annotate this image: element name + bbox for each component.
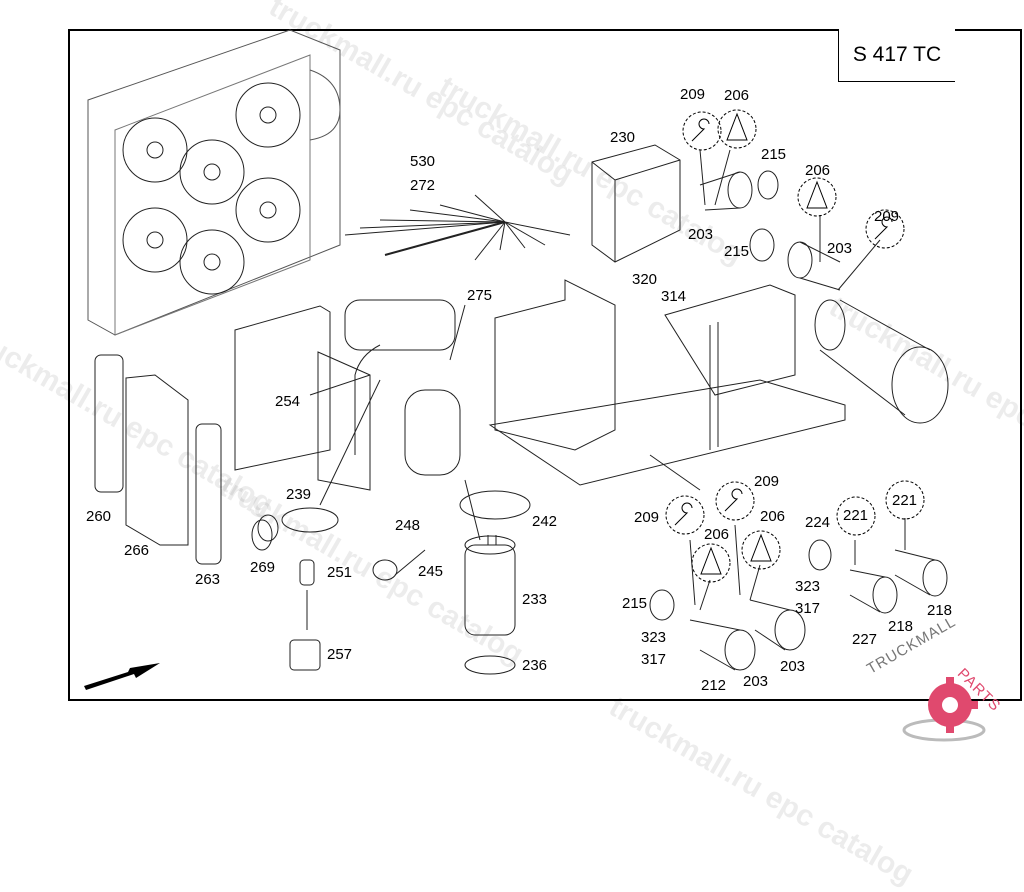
part-label[interactable]: 317 <box>641 651 667 668</box>
triangle-flange-icon <box>806 180 828 209</box>
part-label[interactable]: 227 <box>852 631 878 648</box>
diagram-frame <box>68 29 1022 701</box>
model-title: S 417 TC <box>838 29 955 82</box>
part-label[interactable]: 218 <box>888 618 914 635</box>
flange-callout <box>797 177 837 217</box>
part-label[interactable]: 320 <box>632 271 658 288</box>
truckmall-parts-logo: TRUCKMALL PARTS <box>858 613 1024 750</box>
part-label[interactable]: 236 <box>522 657 548 674</box>
part-label[interactable]: 203 <box>780 658 806 675</box>
gasket-263 <box>195 423 222 565</box>
wrench-icon <box>674 502 693 526</box>
part-label[interactable]: 221 <box>892 492 918 509</box>
part-label[interactable]: 314 <box>661 288 687 305</box>
direction-arrow-icon <box>84 663 160 690</box>
part-label[interactable]: 206 <box>760 508 786 525</box>
part-label[interactable]: 266 <box>124 542 150 559</box>
motor-203-mid <box>787 241 841 291</box>
gasket-260 <box>94 354 124 493</box>
wiring-harness <box>344 194 571 261</box>
part-label[interactable]: 323 <box>641 629 667 646</box>
part-label[interactable]: 221 <box>843 507 869 524</box>
triangle-flange-icon <box>750 533 772 562</box>
mounting-frame <box>488 279 846 486</box>
part-label[interactable]: 206 <box>724 87 750 104</box>
wrench-callout <box>715 481 755 521</box>
gear-logo-icon <box>902 677 986 742</box>
part-label[interactable]: 242 <box>532 513 558 530</box>
motor-203-right <box>749 599 806 651</box>
part-label[interactable]: 218 <box>927 602 953 619</box>
flange-callout <box>741 530 781 570</box>
part-label[interactable]: 233 <box>522 591 548 608</box>
part-label[interactable]: 209 <box>680 86 706 103</box>
part-label[interactable]: 257 <box>327 646 353 663</box>
part-label[interactable]: 248 <box>395 517 421 534</box>
radiator-fan-assembly <box>87 29 341 336</box>
part-label[interactable]: 206 <box>704 526 730 543</box>
starter-motor <box>814 299 949 424</box>
triangle-flange-icon <box>726 112 748 141</box>
part-label[interactable]: 203 <box>688 226 714 243</box>
motor-218-left <box>849 569 898 614</box>
ring-236 <box>464 655 516 675</box>
part-label[interactable]: 206 <box>805 162 831 179</box>
part-label[interactable]: 272 <box>410 177 436 194</box>
pump-239 <box>257 507 339 542</box>
part-label[interactable]: 260 <box>86 508 112 525</box>
callout-221 <box>836 496 876 536</box>
part-label[interactable]: 323 <box>795 578 821 595</box>
part-label[interactable]: 209 <box>754 473 780 490</box>
tank-233 <box>464 535 516 636</box>
part-label[interactable]: 254 <box>275 393 301 410</box>
part-label[interactable]: 212 <box>701 677 727 694</box>
part-label[interactable]: 224 <box>805 514 831 531</box>
part-label[interactable]: 203 <box>827 240 853 257</box>
part-label[interactable]: 239 <box>286 486 312 503</box>
part-label[interactable]: 230 <box>610 129 636 146</box>
part-label[interactable]: 269 <box>250 559 276 576</box>
part-label[interactable]: 215 <box>622 595 648 612</box>
part-label[interactable]: 209 <box>634 509 660 526</box>
flange-callout <box>691 543 731 583</box>
part-label[interactable]: 530 <box>410 153 436 170</box>
part-label[interactable]: 263 <box>195 571 221 588</box>
flange-callout <box>717 109 757 149</box>
wrench-callout <box>865 209 905 249</box>
exploded-parts-drawing <box>84 29 949 690</box>
part-label[interactable]: 215 <box>724 243 750 260</box>
part-label[interactable]: 275 <box>467 287 493 304</box>
wrench-icon <box>724 488 743 512</box>
heater-unit <box>234 299 461 491</box>
part-label[interactable]: 209 <box>874 208 900 225</box>
control-box <box>591 144 681 263</box>
wrench-icon <box>874 216 893 240</box>
motor-218-right <box>894 549 948 597</box>
part-label[interactable]: 215 <box>761 146 787 163</box>
part-label[interactable]: 245 <box>418 563 444 580</box>
wrench-icon <box>691 118 710 142</box>
triangle-flange-icon <box>700 546 722 575</box>
motor-203-left <box>689 619 756 671</box>
duct-266 <box>125 374 189 546</box>
part-label[interactable]: 203 <box>743 673 769 690</box>
callout-221 <box>885 480 925 520</box>
part-label[interactable]: 317 <box>795 600 821 617</box>
motor-203-top <box>699 171 753 211</box>
wrench-callout <box>682 111 722 151</box>
part-label[interactable]: 251 <box>327 564 353 581</box>
wrench-callout <box>665 495 705 535</box>
